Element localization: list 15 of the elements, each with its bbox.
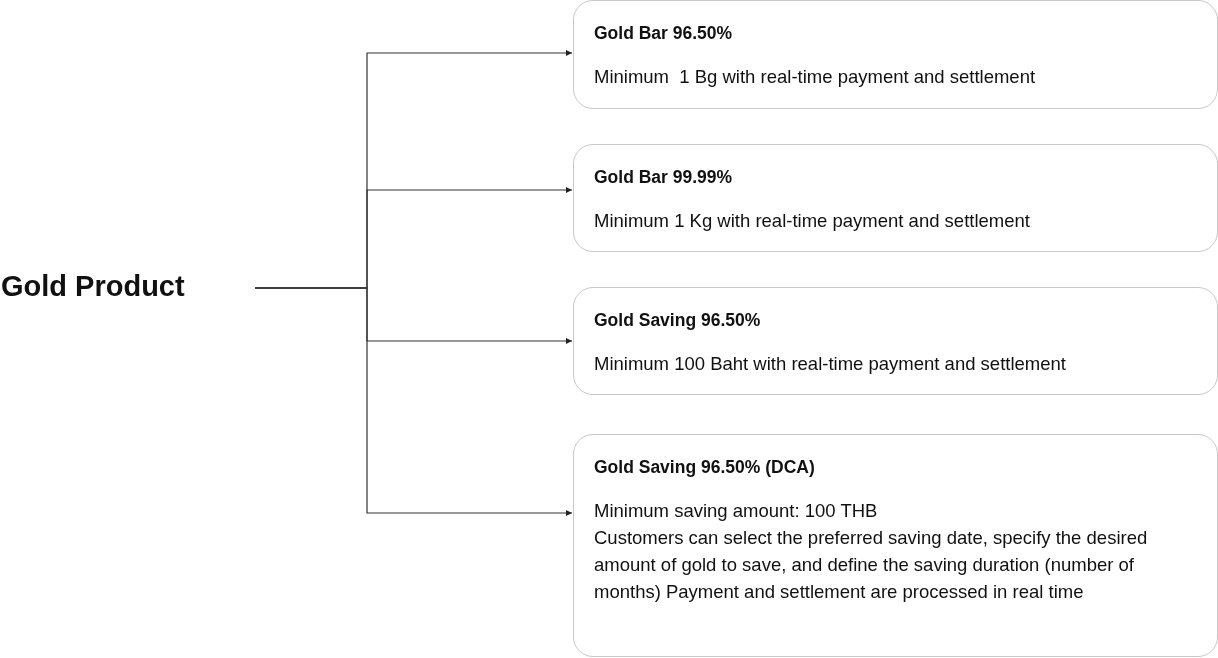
product-card (573, 0, 1218, 109)
product-card (573, 287, 1218, 395)
card-heading: Gold Saving 96.50% (594, 310, 762, 331)
node-label: Gold Product (1, 270, 185, 303)
connector-arrow (254, 287, 573, 516)
card-description: Minimum saving amount: 100 THB (594, 499, 879, 523)
card-description: Minimum 100 Baht with real-time payment and settlement (594, 352, 1067, 376)
card-description: Minimum 1 Kg with real-time payment and settlement (594, 209, 1031, 233)
product-card (573, 434, 1218, 657)
card-description: Customers can select the preferred saving date, specify the desired amount of gold to save, and define the saving duration (number of months) Payment and settlement are processed in real time (594, 526, 1149, 604)
card-heading: Gold Saving 96.50% (DCA) (594, 457, 816, 478)
card-description: Minimum 1 Bg with real-time payment and settlement (594, 65, 1037, 89)
product-card (573, 144, 1218, 252)
card-heading: Gold Bar 96.50% (594, 23, 734, 44)
card-heading: Gold Bar 99.99% (594, 167, 734, 188)
